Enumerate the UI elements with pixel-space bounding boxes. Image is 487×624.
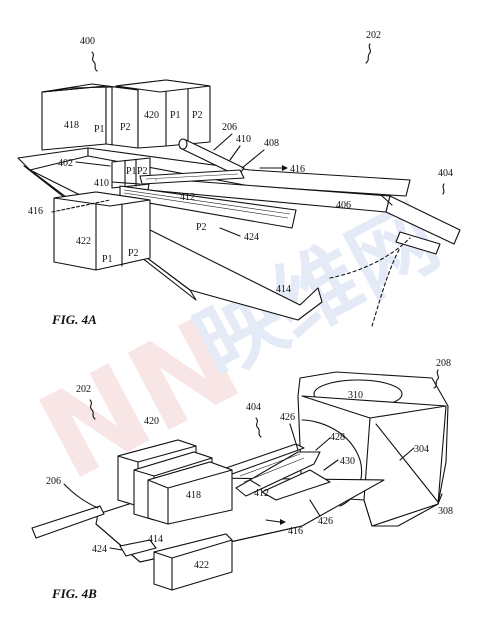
label-404a: 404: [438, 168, 453, 179]
arrowhead-416b: [280, 519, 286, 525]
block-422b: [153, 533, 233, 591]
label-414a: 414: [276, 284, 291, 295]
label-410a: 410: [236, 134, 251, 145]
block-420-418-stack: [117, 439, 233, 525]
leader-428: [315, 437, 331, 451]
arrow-416b: [265, 519, 281, 523]
label-p2a: P2: [120, 122, 131, 133]
block-424: [119, 539, 157, 557]
label-p1e: P1: [102, 254, 113, 265]
leader-406: [381, 195, 393, 206]
label-422a: 422: [76, 236, 91, 247]
leader-206b: [63, 483, 99, 509]
label-p1c: P1: [126, 166, 137, 177]
leader-206: [213, 133, 233, 151]
caption-fig-4a: FIG. 4A: [51, 312, 97, 327]
arms-404: [225, 443, 331, 501]
label-418b: 418: [186, 490, 201, 501]
label-202b: 202: [76, 384, 91, 395]
label-p2c: P2: [137, 166, 148, 177]
figure-4b: 208 202 310 404 420 426 428 304 430 206 …: [31, 179, 453, 601]
label-p2d: P2: [196, 222, 207, 233]
label-310: 310: [348, 390, 363, 401]
label-p2b: P2: [192, 110, 203, 121]
label-416c: 416: [288, 526, 303, 537]
label-208: 208: [436, 358, 451, 369]
label-420: 420: [144, 110, 159, 121]
label-422b: 422: [194, 560, 209, 571]
label-424a: 424: [244, 232, 259, 243]
leader-424b: [109, 547, 123, 551]
label-430: 430: [340, 456, 355, 467]
label-404b: 404: [246, 402, 261, 413]
leader-430: [323, 459, 339, 471]
leader-410b: [111, 181, 141, 185]
arrowhead-416a: [282, 165, 288, 171]
arm-406: [147, 177, 461, 255]
label-406: 406: [336, 200, 351, 211]
leader-426a: [289, 423, 299, 451]
label-414b: 414: [148, 534, 163, 545]
block-422-group: [53, 191, 151, 271]
label-206b: 206: [46, 476, 61, 487]
label-p1b: P1: [170, 110, 181, 121]
leader-404: [442, 183, 445, 195]
dashed-arc-a: [329, 237, 411, 279]
dashed-line-416: [51, 199, 111, 213]
leader-410a: [229, 145, 241, 161]
leader-400: [91, 51, 98, 72]
leader-424: [219, 227, 241, 237]
label-416a: 416: [290, 164, 305, 175]
label-426a: 426: [280, 412, 295, 423]
label-206a: 206: [222, 122, 237, 133]
rod-206: [31, 505, 105, 539]
label-p1a: P1: [94, 124, 105, 135]
block-418-group: [41, 83, 139, 151]
leader-308: [437, 493, 443, 505]
label-418: 418: [64, 120, 79, 131]
label-408: 408: [264, 138, 279, 149]
arm-412: [119, 169, 297, 229]
dashed-arc-b: [371, 247, 401, 327]
leader-304: [399, 447, 415, 461]
label-416b: 416: [28, 206, 43, 217]
leader-404b: [255, 417, 262, 438]
leader-426b: [309, 499, 321, 517]
label-308: 308: [438, 506, 453, 517]
label-402: 402: [58, 158, 73, 169]
label-420b: 420: [144, 416, 159, 427]
block-420-group: [115, 79, 211, 149]
leader-408: [241, 149, 265, 169]
inner-block-p1p2: [111, 157, 151, 189]
label-424b: 424: [92, 544, 107, 555]
label-412a: 412: [180, 192, 195, 203]
leader-202: [365, 43, 371, 64]
leader-412b: [249, 479, 261, 487]
label-412b: 412: [254, 488, 269, 499]
label-426b: 426: [318, 516, 333, 527]
label-410b: 410: [94, 178, 109, 189]
leader-402: [75, 161, 111, 167]
caption-fig-4b: FIG. 4B: [51, 586, 97, 601]
label-p2e: P2: [128, 248, 139, 259]
leader-208: [433, 369, 439, 389]
label-304: 304: [414, 444, 429, 455]
label-400: 400: [80, 36, 95, 47]
leader-202b: [89, 399, 96, 420]
label-202a: 202: [366, 30, 381, 41]
label-428: 428: [330, 432, 345, 443]
figure-4a: 400 202 418 P1 P2 420 P1 P2 206 410 408 …: [17, 30, 461, 327]
